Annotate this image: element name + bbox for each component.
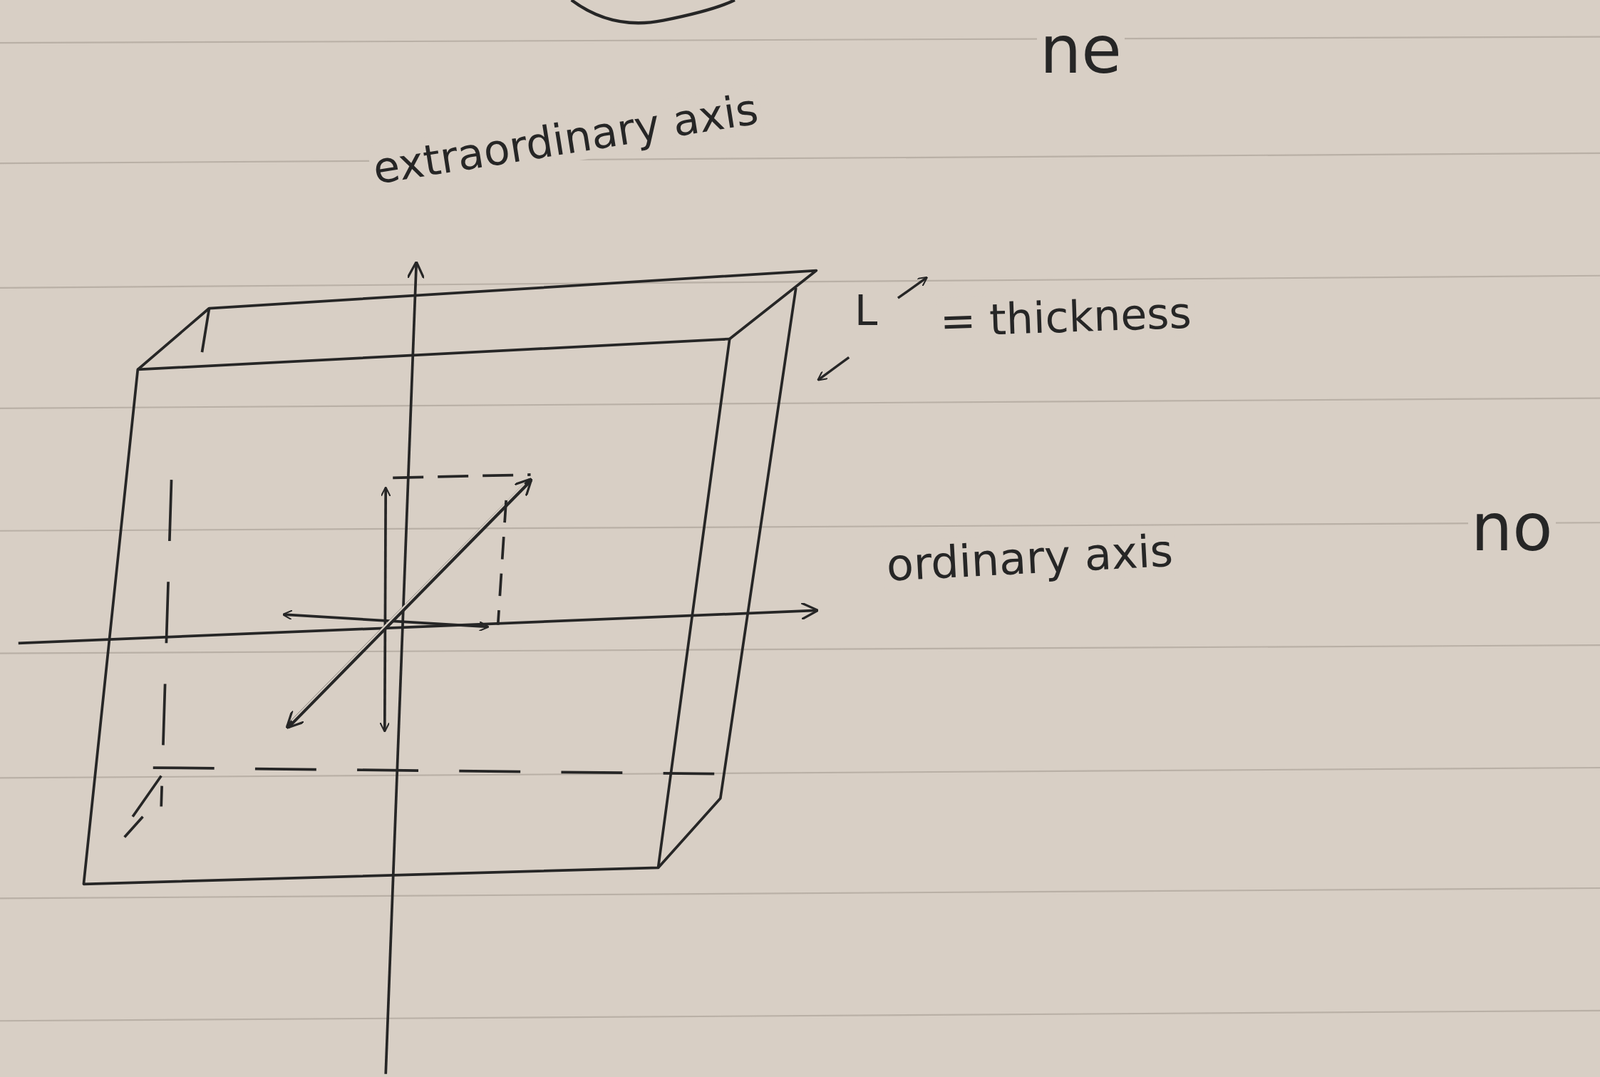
axis-label: ordinary axis bbox=[882, 526, 1177, 591]
axes bbox=[18, 263, 817, 1075]
slab bbox=[83, 270, 817, 885]
thickness-label: = thickness bbox=[936, 288, 1196, 345]
index-symbol: ne bbox=[1036, 14, 1125, 87]
thickness-arrows bbox=[818, 277, 927, 380]
index-symbol: no bbox=[1468, 491, 1556, 564]
thickness-symbol: L bbox=[851, 288, 881, 335]
paper-rulings bbox=[0, 37, 1600, 1022]
axis-label: extraordinary axis bbox=[367, 84, 765, 194]
partial-curve bbox=[571, 0, 735, 23]
polarization-arrows bbox=[283, 474, 531, 731]
